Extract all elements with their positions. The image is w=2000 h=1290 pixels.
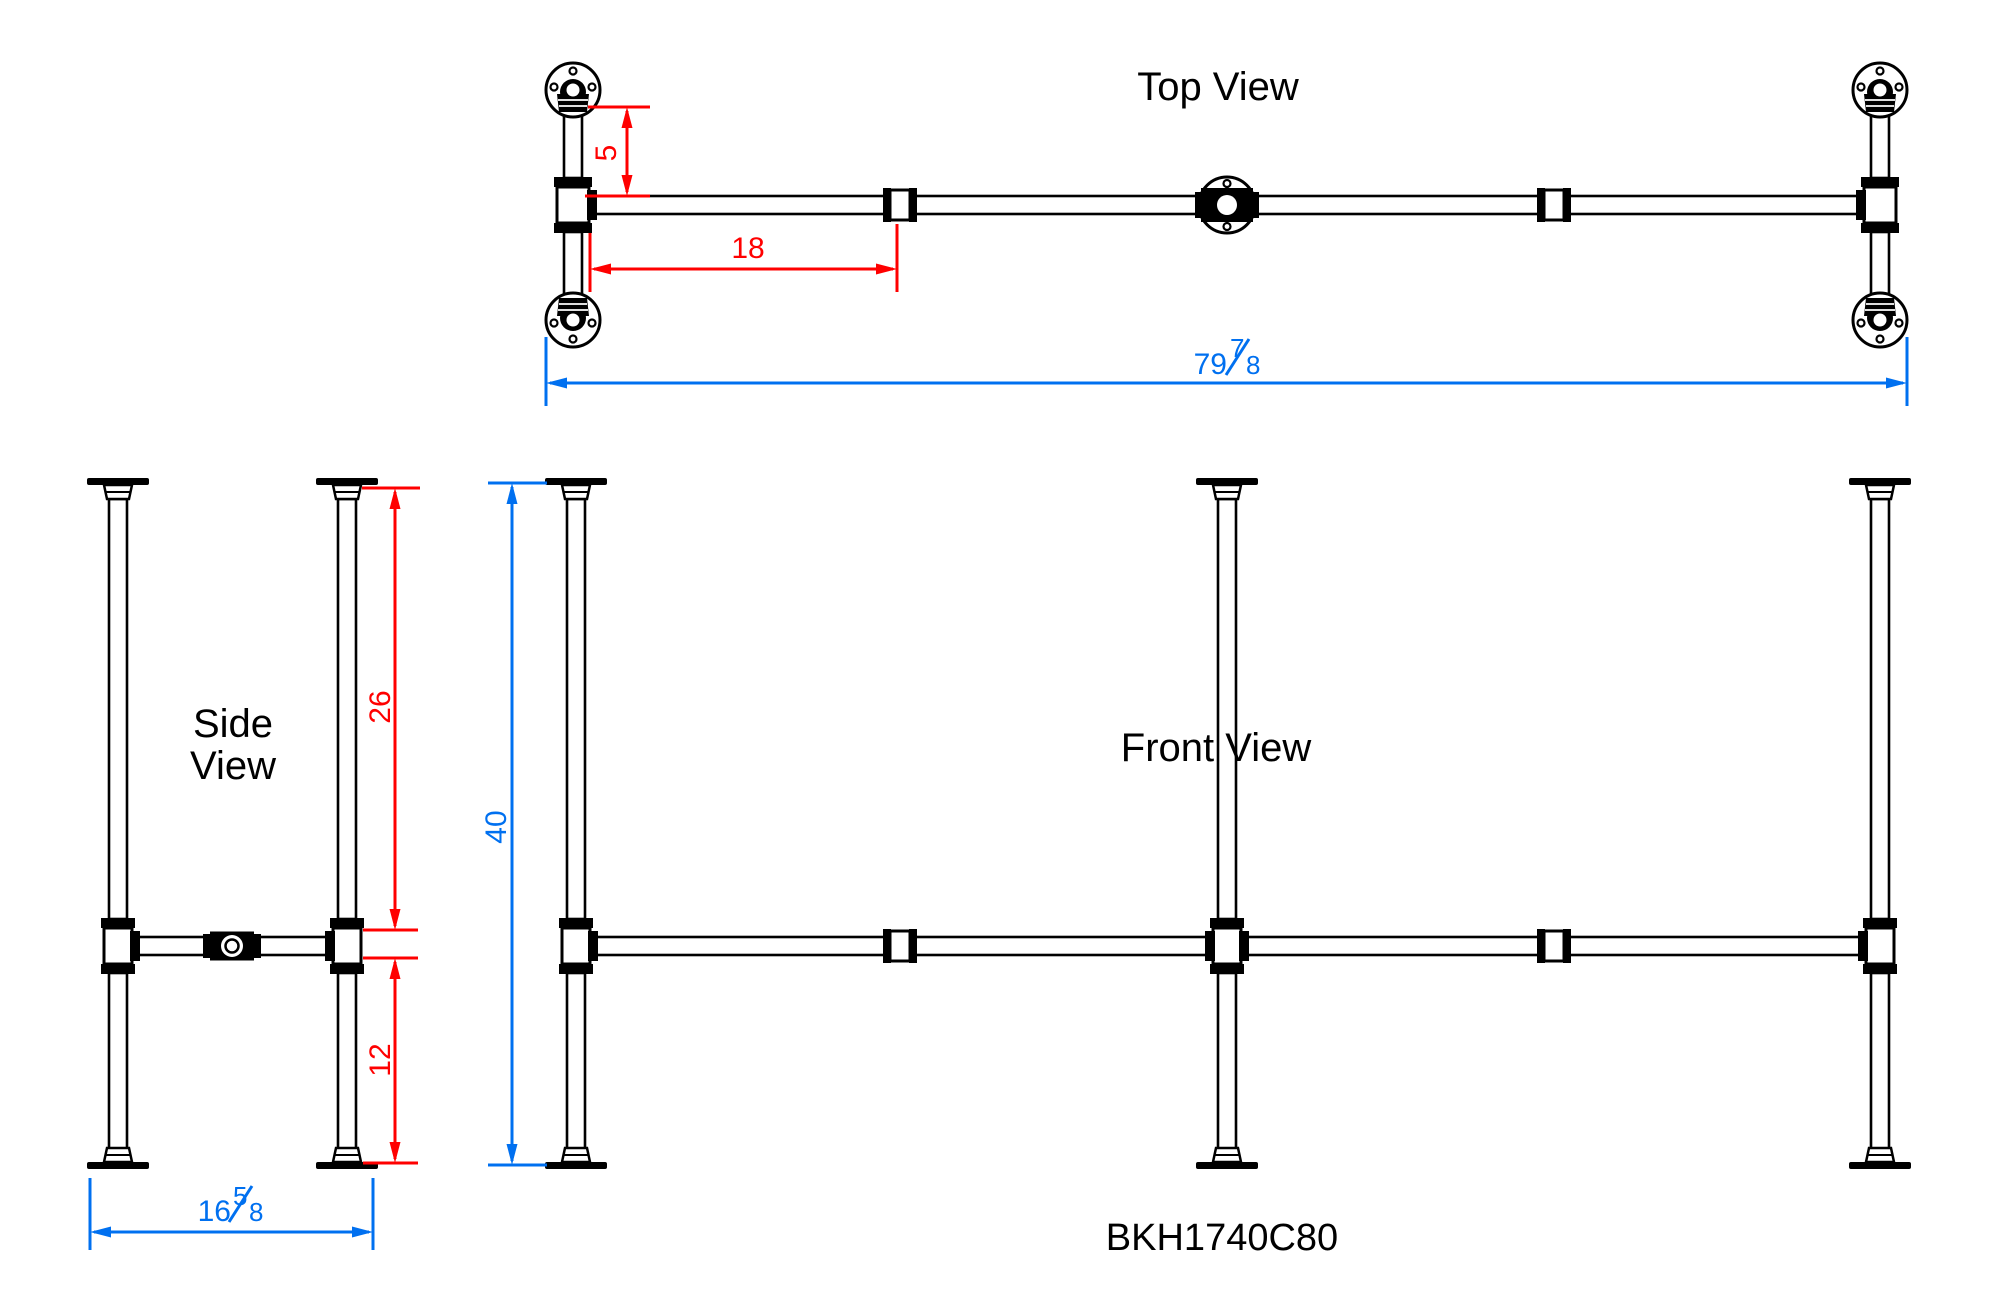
crossbar-center-fitting: [201, 930, 263, 962]
top-flange-left-leg: [85, 476, 151, 501]
dimension-overall-height: 40: [480, 481, 547, 1167]
dimension-denominator: 8: [1246, 350, 1260, 380]
flange-top-right: [1851, 61, 1909, 119]
dimension-numerator: 5: [233, 1181, 247, 1211]
cross-fitting-center-leg: [1203, 916, 1251, 976]
dimension-value: 26: [364, 690, 397, 723]
flange-bottom-right: [1851, 291, 1909, 349]
dimension-tee-to-coupling: 18: [588, 224, 899, 292]
top-flange-center-leg: [1194, 476, 1260, 501]
top-view: 5 18 79 7 8 Top View: [544, 61, 1909, 406]
flange-bottom-left: [544, 291, 602, 349]
foot-flange-left-leg: [85, 1146, 151, 1171]
tee-fitting-right-leg: [323, 916, 366, 976]
tee-fitting-left-leg: [557, 916, 600, 976]
dimension-flange-to-tee: 5: [585, 105, 650, 198]
dimension-value: 18: [731, 232, 764, 265]
top-view-label: Top View: [1137, 65, 1299, 109]
side-view-label-line1: Side: [193, 702, 273, 746]
tee-fitting-right-leg: [1856, 916, 1899, 976]
side-view: 26 12 16 5 8 Side View: [85, 476, 420, 1250]
dimension-top-to-crossbar: 26: [362, 486, 420, 932]
top-flange-right-leg: [1847, 476, 1913, 501]
flange-top-left: [544, 61, 602, 119]
crossbar-coupling-left: [881, 927, 919, 965]
foot-flange-left-leg: [543, 1146, 609, 1171]
dimension-numerator: 7: [1230, 333, 1244, 363]
front-view-pipes: [565, 497, 1891, 1151]
dimension-overall-length: 79 7 8: [544, 333, 1909, 406]
dimension-overall-depth: 16 5 8: [88, 1178, 375, 1250]
model-number: BKH1740C80: [1106, 1217, 1338, 1259]
side-view-pipes: [107, 497, 358, 1151]
dimension-value: 40: [480, 810, 513, 843]
tee-fitting-left: [552, 175, 599, 235]
coupling-right: [1535, 186, 1573, 224]
side-view-label-line2: View: [190, 744, 276, 788]
front-view-label: Front View: [1121, 726, 1312, 770]
dimension-value: 5: [590, 145, 623, 162]
dimension-whole: 79: [1194, 348, 1227, 381]
center-flange: [1193, 175, 1261, 235]
dimension-crossbar-to-floor: 12: [363, 956, 418, 1165]
dimension-whole: 16: [198, 1195, 231, 1228]
tee-fitting-left-leg: [99, 916, 142, 976]
coupling-left: [881, 186, 919, 224]
foot-flange-right-leg: [314, 1146, 380, 1171]
dimension-value: 12: [364, 1043, 397, 1076]
front-view: 40 Front View: [480, 476, 1913, 1171]
foot-flange-right-leg: [1847, 1146, 1913, 1171]
top-flange-left-leg: [543, 476, 609, 501]
crossbar-coupling-right: [1535, 927, 1573, 965]
dimension-denominator: 8: [249, 1197, 263, 1227]
tee-fitting-right: [1854, 175, 1901, 235]
foot-flange-center-leg: [1194, 1146, 1260, 1171]
